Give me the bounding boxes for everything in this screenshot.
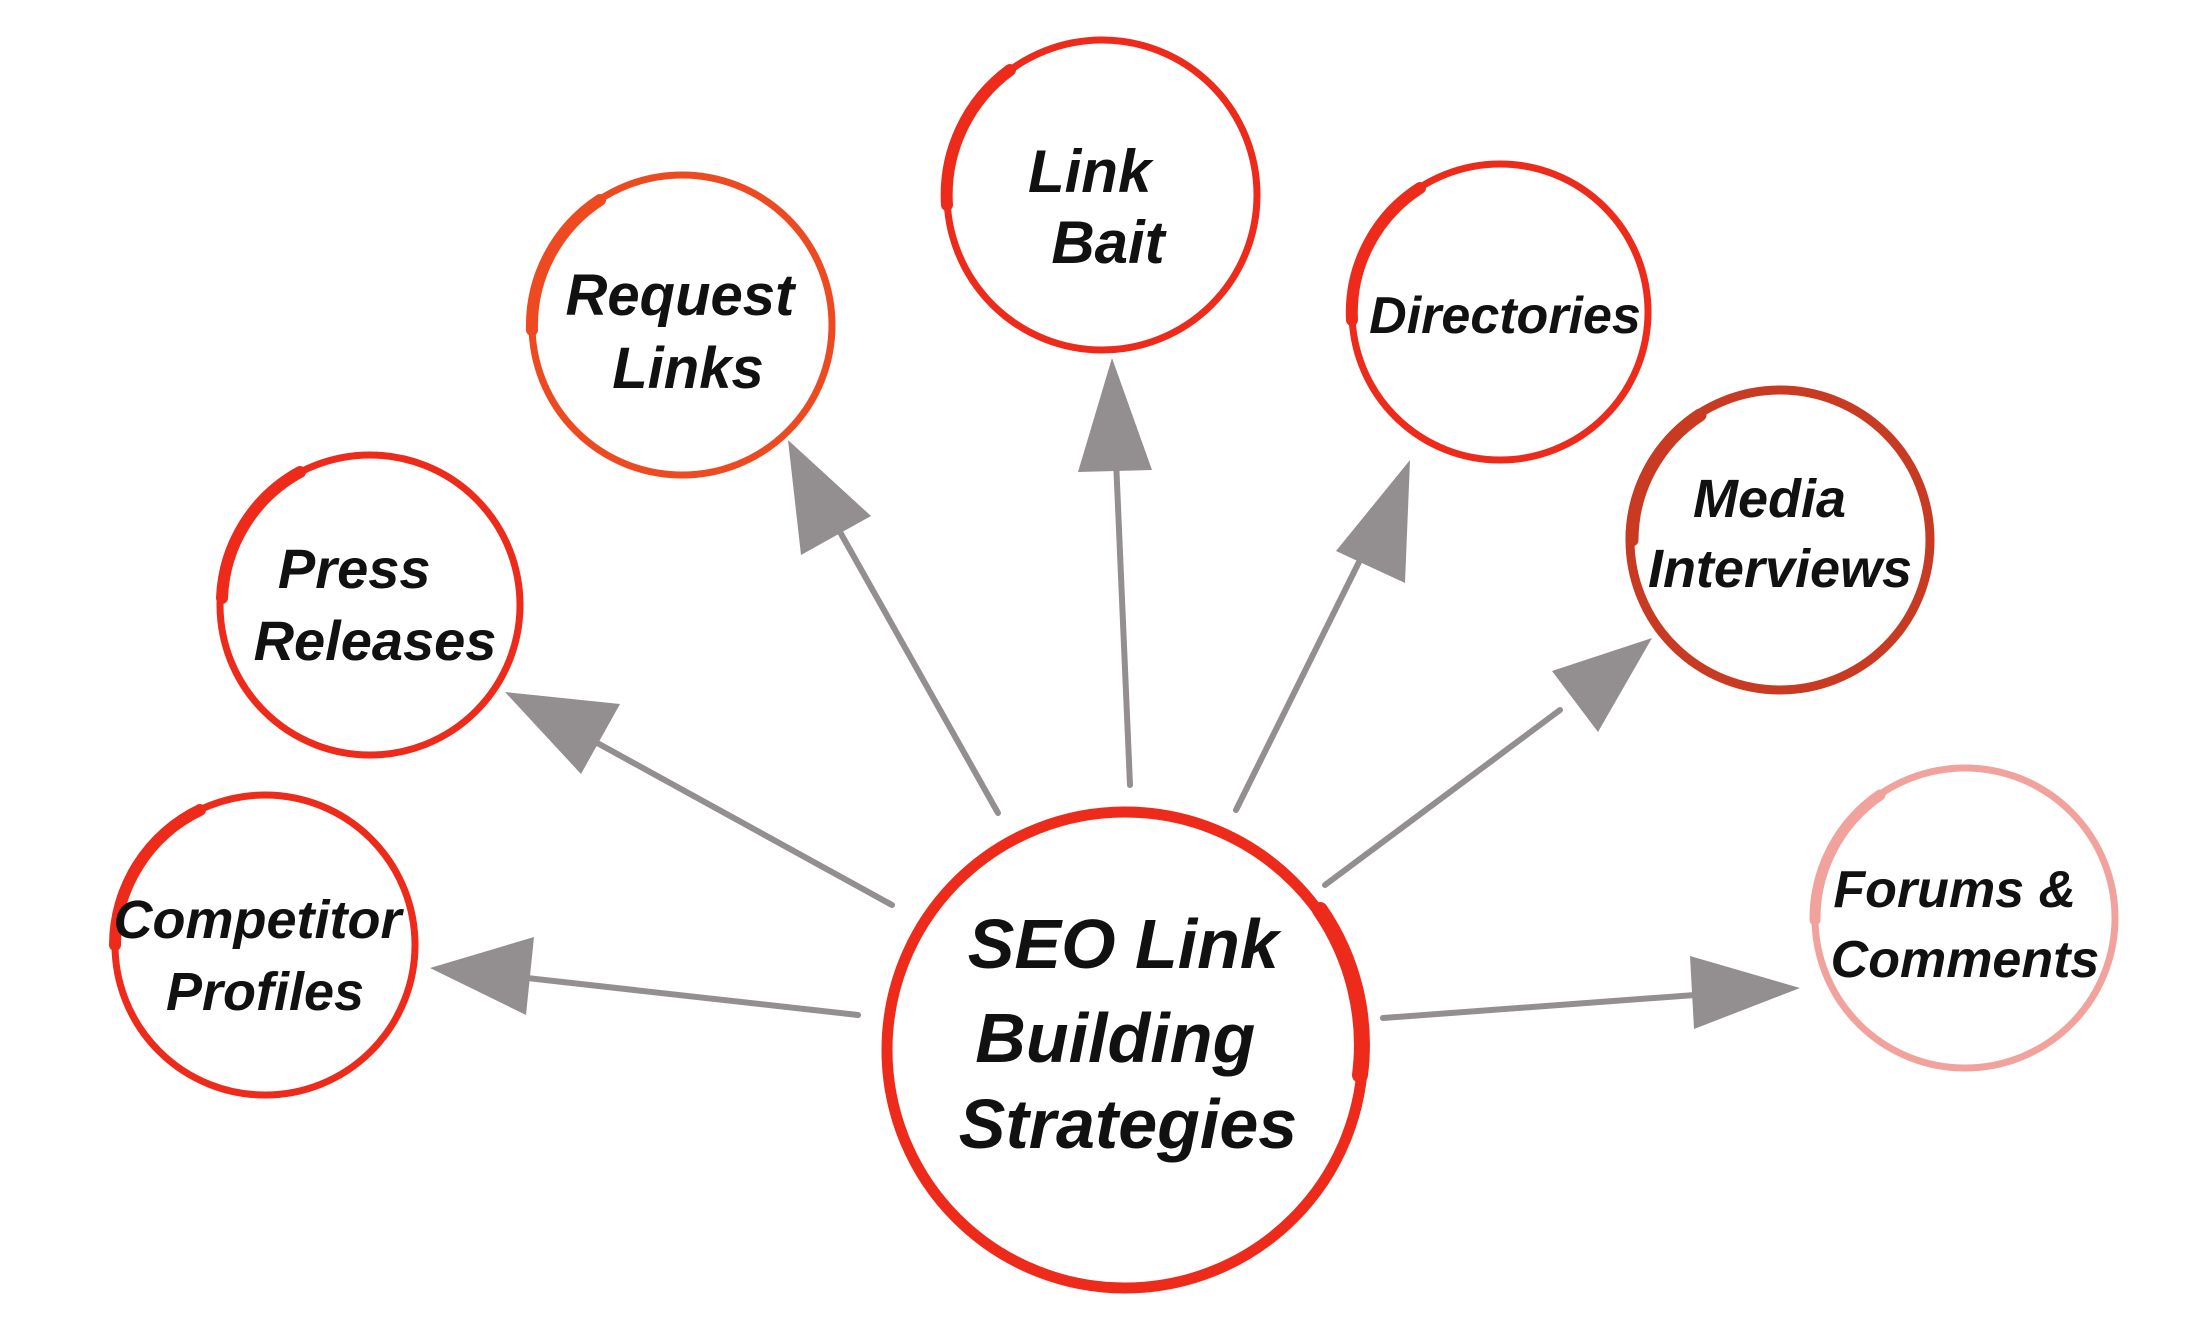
node-circle [216, 451, 524, 759]
node-label-line: Profiles [166, 962, 364, 1022]
node-request-links: Request Links [525, 171, 836, 479]
center-label-line: SEO Link [968, 905, 1282, 983]
node-label: Request Links [566, 263, 811, 401]
arrow-to-request-links [788, 440, 1001, 816]
node-label-line: Forums & [1833, 861, 2076, 919]
node-link-bait: Link Bait [940, 36, 1261, 354]
node-label-line: Bait [1051, 209, 1167, 276]
arrow-to-link-bait [1078, 358, 1152, 788]
center-label-line: Building [975, 999, 1255, 1077]
node-label: Competitor Profiles [114, 890, 417, 1022]
arrow-to-competitor-profiles [430, 937, 861, 1018]
node-press-releases: Press Releases [216, 451, 524, 759]
center-label: SEO Link Building Strategies [959, 905, 1299, 1163]
node-label-line: Press [278, 537, 431, 600]
node-label-line: Interviews [1648, 539, 1912, 599]
center-node: SEO Link Building Strategies [881, 806, 1370, 1294]
node-label-line: Media [1693, 469, 1846, 529]
arrow-to-media-interviews [1322, 638, 1652, 888]
arrow-to-directories [1233, 460, 1410, 813]
node-competitor-profiles: Competitor Profiles [109, 791, 419, 1099]
node-label: Forums & Comments [1831, 861, 2100, 989]
node-label-line: Request [566, 263, 798, 328]
node-forums-comments: Forums & Comments [1809, 764, 2119, 1072]
node-label: Directories [1369, 287, 1641, 345]
center-label-line: Strategies [959, 1085, 1297, 1163]
node-media-interviews: Media Interviews [1625, 385, 1935, 695]
node-label: Link Bait [1028, 138, 1168, 276]
node-label-line: Competitor [114, 890, 405, 950]
node-label-line: Releases [254, 609, 497, 672]
node-label: Media Interviews [1648, 469, 1912, 599]
node-directories: Directories [1345, 160, 1652, 464]
node-label: Press Releases [254, 537, 497, 672]
node-label-line: Comments [1831, 931, 2100, 989]
node-label-line: Directories [1369, 287, 1641, 345]
node-label-line: Link [1028, 138, 1154, 205]
node-label-line: Links [612, 336, 764, 401]
arrow-to-press-releases [505, 692, 895, 908]
arrow-to-forums-comments [1380, 956, 1800, 1029]
